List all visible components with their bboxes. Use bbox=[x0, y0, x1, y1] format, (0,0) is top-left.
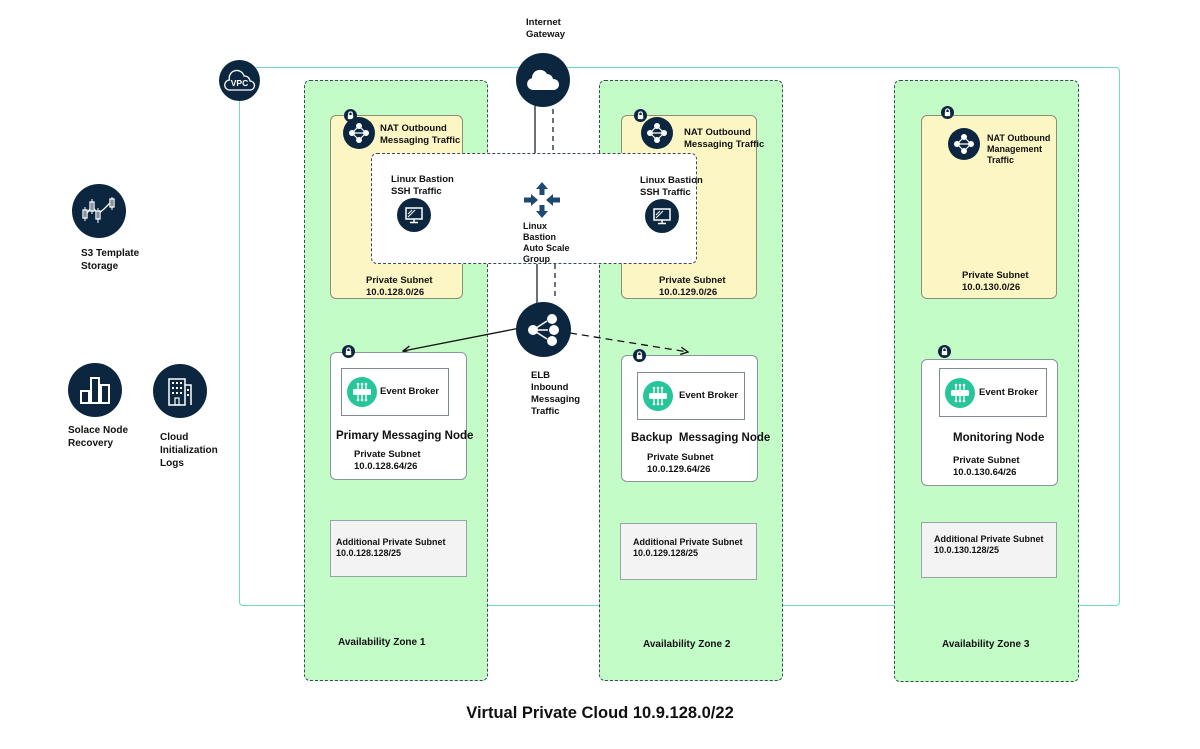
s3-storage-icon bbox=[72, 184, 126, 238]
nat-gateway-icon bbox=[948, 128, 980, 160]
event-broker-icon bbox=[347, 377, 377, 407]
zone-label-2: Availability Zone 2 bbox=[643, 639, 731, 650]
event-broker-icon bbox=[643, 381, 673, 411]
lock-icon bbox=[342, 345, 355, 358]
event-broker-box: Event Broker bbox=[341, 368, 449, 416]
event-broker-box: Event Broker bbox=[939, 368, 1047, 417]
monitor-icon bbox=[645, 199, 679, 233]
node-recovery-icon bbox=[68, 363, 122, 417]
building-icon bbox=[153, 364, 207, 418]
event-broker-icon bbox=[945, 377, 975, 408]
elb-to-primary-arrow bbox=[403, 327, 521, 351]
auto-scale-arrows-icon bbox=[522, 182, 562, 218]
node-title-backup: Backup Messaging Node bbox=[631, 432, 771, 444]
nat-subnet-zone-3 bbox=[921, 115, 1057, 299]
lock-icon bbox=[634, 109, 647, 122]
nat-gateway-icon bbox=[343, 117, 375, 149]
event-broker-label: Event Broker bbox=[679, 390, 739, 401]
nat-gateway-icon bbox=[641, 117, 673, 149]
vpc-caption: Virtual Private Cloud 10.9.128.0/22 bbox=[466, 704, 734, 722]
zone-label-3: Availability Zone 3 bbox=[942, 639, 1030, 650]
lock-icon bbox=[938, 345, 951, 358]
node-title-monitoring: Monitoring Node bbox=[953, 432, 1045, 444]
vpc-cloud-icon: VPC bbox=[219, 60, 260, 101]
node-title-primary: Primary Messaging Node bbox=[336, 430, 474, 442]
event-broker-label: Event Broker bbox=[979, 386, 1039, 398]
elb-load-balancer-icon bbox=[516, 302, 571, 357]
lock-icon bbox=[633, 349, 646, 362]
zone-label-1: Availability Zone 1 bbox=[338, 637, 426, 648]
monitor-icon bbox=[397, 198, 431, 232]
vpc-badge-label: VPC bbox=[230, 77, 249, 88]
internet-gateway-cloud-icon bbox=[516, 53, 570, 107]
event-broker-box: Event Broker bbox=[637, 372, 745, 420]
lock-icon bbox=[941, 106, 954, 119]
event-broker-label: Event Broker bbox=[380, 386, 440, 397]
elb-to-backup-arrow bbox=[569, 332, 688, 352]
